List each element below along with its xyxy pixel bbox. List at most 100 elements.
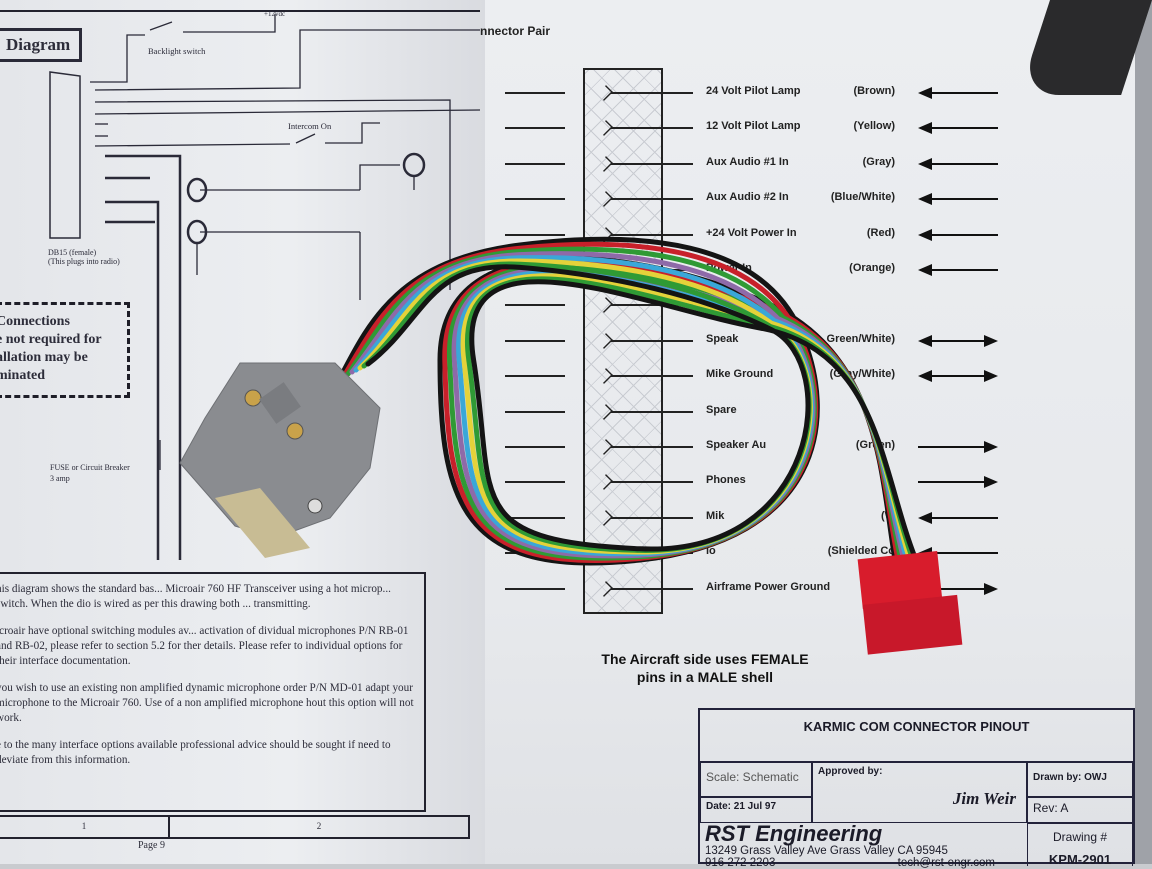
arrow-icon xyxy=(918,441,998,453)
arrow-icon xyxy=(918,87,998,99)
backlight-switch-label: Backlight switch xyxy=(148,46,206,56)
revision: Rev: A xyxy=(1027,797,1133,823)
pin-row: Airframe Power Ground xyxy=(505,579,1005,599)
company-name: RST Engineering xyxy=(705,821,883,846)
arrow-icon xyxy=(918,264,998,276)
lead-line xyxy=(505,92,565,94)
pin-wire-color: (Gray) xyxy=(862,155,895,168)
left-manual-page: Diagram Backlight switch +12vdc Intercom… xyxy=(0,0,485,864)
pin-label: Speaker Au xyxy=(706,439,767,451)
pin-label: Speak xyxy=(706,332,739,345)
wire-black xyxy=(365,264,919,563)
lead-line xyxy=(505,304,565,307)
pin-row: 12 Volt Pilot Lamp (Yellow) xyxy=(505,118,1005,138)
pin-line xyxy=(611,304,693,307)
pin-wire-color: (Yellow) xyxy=(853,120,895,133)
pin-row: Aux Audio #1 In (Gray) xyxy=(505,154,1005,174)
paragraph: his diagram shows the standard bas... Mi… xyxy=(0,583,391,610)
pin-line xyxy=(611,516,693,519)
lead-line xyxy=(505,410,565,413)
pin-line xyxy=(611,233,693,236)
aircraft-side-note: The Aircraft side uses FEMALE pins in a … xyxy=(560,650,850,686)
wire-blue xyxy=(353,255,910,563)
fuse-label: FUSE or Circuit Breaker xyxy=(50,463,130,472)
arrow-icon xyxy=(918,334,998,347)
lead-line xyxy=(505,446,565,448)
note-line: allation may be xyxy=(0,350,88,365)
pin-wire-color: (Orange) xyxy=(849,262,895,274)
red-molex-plug xyxy=(857,550,963,655)
paragraph: you wish to use an existing non amplifie… xyxy=(0,682,414,724)
arrow-icon xyxy=(918,157,998,170)
arrow-icon xyxy=(918,370,998,383)
db15-label: DB15 (female) xyxy=(48,248,97,257)
page-number: Page 9 xyxy=(138,840,165,851)
diagram-heading: Diagram xyxy=(0,28,82,62)
note-line: e not required for xyxy=(0,332,102,347)
connector-heading: nnector Pair xyxy=(480,24,551,38)
lead-line xyxy=(505,198,565,201)
description-box: his diagram shows the standard bas... Mi… xyxy=(0,572,426,812)
screw-icon xyxy=(307,498,323,514)
arrow-icon xyxy=(918,193,998,206)
note-line: minated xyxy=(0,368,45,383)
pin-label: 12 Volt Pilot Lamp xyxy=(706,120,801,133)
wiring-schematic: Backlight switch +12vdc Intercom On DB15… xyxy=(48,10,481,560)
pin-label: io xyxy=(706,545,716,558)
pin-row: Speak Green/White) xyxy=(505,331,1005,351)
pin-label: +24 Volt Power In xyxy=(706,226,797,239)
pin-wire-color: (Blue/White) xyxy=(830,191,895,204)
db15-connector-hood xyxy=(179,362,381,558)
drawing-number-cell: Drawing # KPM-2901 xyxy=(1027,823,1133,867)
lead-line xyxy=(505,587,565,590)
pin-line xyxy=(611,481,693,484)
pin-label: Airframe Power Ground xyxy=(706,580,831,593)
connections-note-box: Connections e not required for allation … xyxy=(0,302,130,398)
pin-line xyxy=(611,587,693,590)
pin-line xyxy=(611,339,693,342)
pin-line xyxy=(611,375,693,378)
pin-row: Aux Audio #2 In (Blue/White) xyxy=(505,189,1005,209)
thumbscrew-icon xyxy=(244,389,262,407)
lead-line xyxy=(505,127,565,130)
pin-label: Phones xyxy=(706,474,746,487)
arrow-icon xyxy=(918,476,998,489)
approved-by: Approved by: Jim Weir xyxy=(812,762,1027,823)
pin-wire-color: (Red) xyxy=(866,226,895,239)
signature: Jim Weir xyxy=(952,789,1016,808)
note-line: Connections xyxy=(0,314,70,329)
note-line: The Aircraft side uses FEMALE xyxy=(601,651,809,667)
drawing-title: KARMIC COM CONNECTOR PINOUT xyxy=(700,710,1133,762)
pin-wire-color: Green/White) xyxy=(826,332,895,345)
company-address: 13249 Grass Valley Ave Grass Valley CA 9… xyxy=(705,845,948,857)
scale: Scale: Schematic xyxy=(700,762,812,797)
pin-line xyxy=(611,198,693,201)
date: Date: 21 Jul 97 xyxy=(700,797,812,823)
pin-row: 24 Volt Pilot Lamp (Brown) xyxy=(505,83,1005,103)
pin-label: Mik xyxy=(706,509,725,522)
pin-label: Mike Ground xyxy=(706,368,774,381)
pin-row: Phones xyxy=(505,472,1005,492)
pin-label: Aux Audio #2 In xyxy=(706,191,789,204)
pin-row: +24 Volt Power In (Red) xyxy=(505,225,1005,245)
pin-label: Aux Audio #1 In xyxy=(706,155,789,168)
pin-line xyxy=(611,127,693,130)
pin-label: 24 Volt Pilot Lamp xyxy=(706,85,801,97)
lead-line xyxy=(505,339,565,342)
paragraph: e to the many interface options availabl… xyxy=(0,739,391,766)
supply-label: +12vdc xyxy=(264,10,285,18)
page-edge xyxy=(1135,0,1152,864)
approved-label: Approved by: xyxy=(818,766,883,777)
title-block: KARMIC COM CONNECTOR PINOUT Scale: Schem… xyxy=(698,708,1135,869)
pin-wire-color: (Brown) xyxy=(853,85,895,97)
pin-wire-color: (Shielded Co xyxy=(827,545,895,558)
arrow-icon xyxy=(918,511,998,524)
thumbscrew-icon xyxy=(286,422,304,440)
lead-line xyxy=(505,481,565,484)
wire-purple xyxy=(349,251,907,563)
arrow-icon xyxy=(918,122,998,135)
note-line: pins in a MALE shell xyxy=(636,669,774,685)
top-footer-rule xyxy=(0,0,480,12)
pin-line xyxy=(611,162,693,165)
